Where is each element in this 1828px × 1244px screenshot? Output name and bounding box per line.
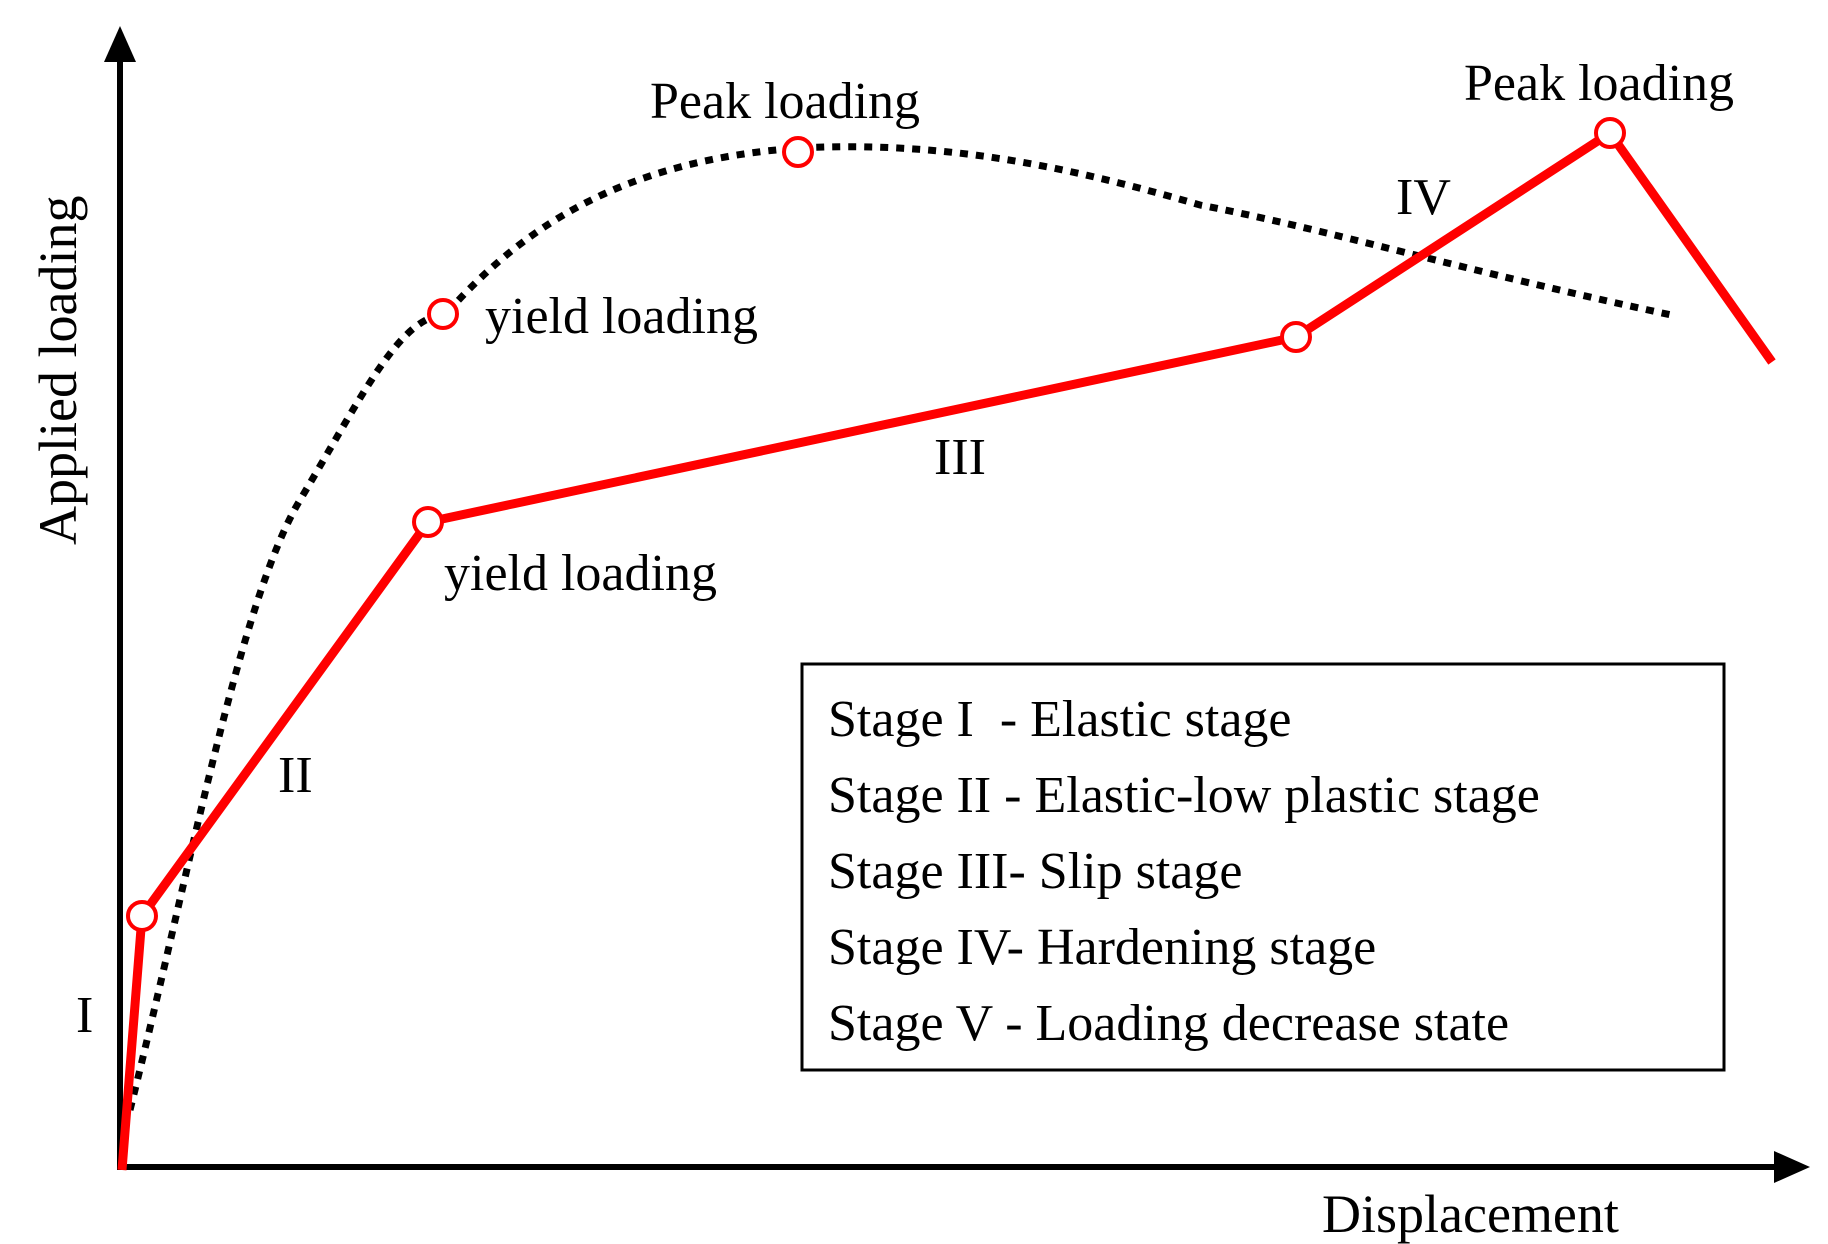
- stage-label-iv: IV: [1396, 169, 1451, 226]
- marker-stage-i-end: [126, 900, 158, 932]
- marker-stage-iii-end: [1280, 321, 1312, 353]
- stage-label-ii: II: [278, 747, 313, 804]
- marker-yield-dotted: [427, 298, 459, 330]
- y-axis-title: Applied loading: [28, 196, 88, 545]
- solid-loading-curve: [117, 126, 1776, 1171]
- x-axis-arrow: [1774, 1151, 1810, 1183]
- marker-yield-solid: [412, 506, 444, 538]
- legend-item-stage-iv: Stage IV- Hardening stage: [828, 919, 1376, 976]
- yield-loading-solid-label: yield loading: [444, 545, 717, 602]
- dotted-loading-curve: [126, 143, 1677, 1111]
- legend-item-stage-v: Stage V - Loading decrease state: [828, 995, 1509, 1052]
- marker-peak-solid: [1594, 117, 1626, 149]
- legend-item-stage-ii: Stage II - Elastic-low plastic stage: [828, 767, 1540, 824]
- peak-loading-solid-label: Peak loading: [1464, 55, 1734, 112]
- x-axis-title: Displacement: [1322, 1184, 1619, 1244]
- marker-peak-dotted: [782, 136, 814, 168]
- stage-label-i: I: [76, 987, 93, 1044]
- legend-box: [800, 662, 1726, 1072]
- legend-item-stage-iii: Stage III- Slip stage: [828, 843, 1242, 900]
- y-axis-arrow: [104, 26, 136, 62]
- yield-loading-dotted-label: yield loading: [485, 288, 758, 345]
- stage-label-iii: III: [934, 429, 986, 486]
- legend-item-stage-i: Stage I - Elastic stage: [828, 691, 1292, 748]
- peak-loading-dotted-label: Peak loading: [650, 73, 920, 130]
